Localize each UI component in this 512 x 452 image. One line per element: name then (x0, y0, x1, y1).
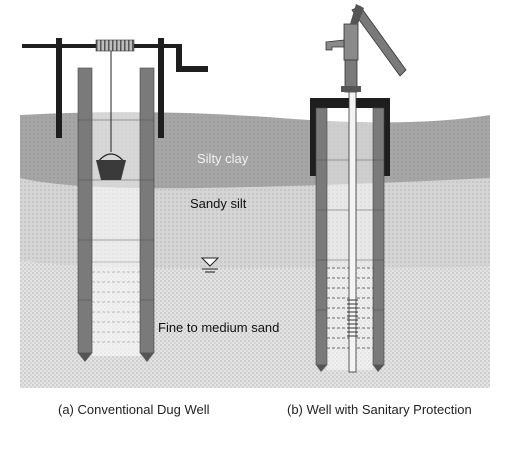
left-well-wall-right (139, 67, 155, 354)
pump-strainer (347, 299, 358, 337)
bucket (96, 160, 126, 180)
caption-conventional-dug-well: (a) Conventional Dug Well (58, 402, 210, 417)
right-well-wall-right (372, 107, 385, 366)
windlass-post-left (56, 38, 62, 138)
right-well-wall-left (315, 107, 328, 366)
sandy-silt-label: Sandy silt (190, 196, 247, 211)
fine-to-medium-sand-label: Fine to medium sand (158, 320, 280, 335)
pump-spout (325, 39, 345, 51)
windlass-post-right (158, 38, 164, 138)
pump-head (343, 23, 359, 61)
conventional-dug-well (22, 38, 208, 362)
protected-well (310, 4, 407, 373)
rope-coil (95, 39, 135, 52)
caption-sanitary-protection-well: (b) Well with Sanitary Protection (287, 402, 472, 417)
water-table-symbol (200, 257, 220, 273)
left-well-wall-left (77, 67, 93, 354)
silty-clay-label: Silty clay (197, 151, 249, 166)
crank-handle (176, 44, 208, 72)
pump-pipe (348, 89, 357, 373)
